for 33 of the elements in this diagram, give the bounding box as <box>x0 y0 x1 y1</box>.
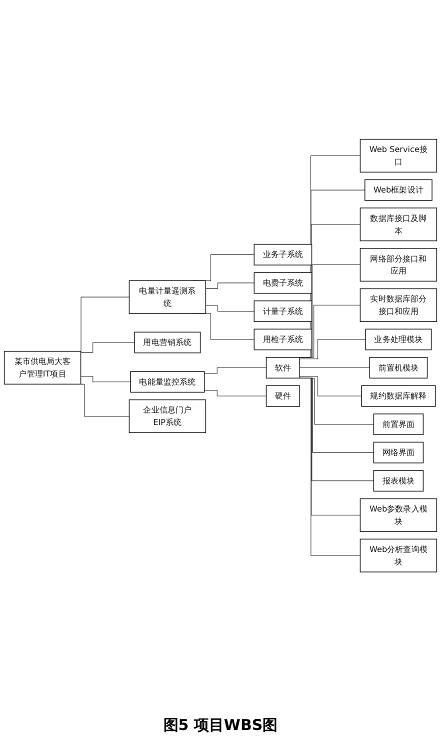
connector <box>299 376 362 397</box>
connector <box>80 342 135 353</box>
node-box: 网络部分接口和应用 <box>360 248 438 282</box>
connector <box>299 340 366 360</box>
node-box: 硬件 <box>266 386 300 408</box>
caption: 图5 项目WBS图 <box>162 716 279 735</box>
node-box: 软件 <box>266 357 300 379</box>
node-box: Web参数录入模块 <box>360 498 438 532</box>
node-box: 前置界面 <box>373 414 424 436</box>
node-box: Web分析查询模块 <box>360 539 438 573</box>
connector <box>204 368 267 374</box>
connector <box>204 390 267 397</box>
node-box: 企业信息门户EIP系统 <box>128 400 206 434</box>
node-box: 用检子系统 <box>254 329 312 351</box>
connector <box>80 376 131 382</box>
node-box: 前置机模块 <box>369 357 428 379</box>
node-box: 某市供电局大客户管理IT项目 <box>4 351 82 385</box>
connector <box>205 283 254 290</box>
node-box: 电费子系统 <box>254 272 312 294</box>
node-box: 电量计量遥测系统 <box>128 280 206 314</box>
node-box: 电能量监控系统 <box>130 371 205 393</box>
node-box: 业务子系统 <box>254 244 312 266</box>
node-box: 计量子系统 <box>254 300 312 322</box>
node-box: 数据库接口及脚本 <box>360 208 438 242</box>
node-box: 实时数据库部分接口和应用 <box>360 288 438 322</box>
node-box: 用电营销系统 <box>134 332 201 354</box>
node-box: Web Service接口 <box>360 139 438 173</box>
node-box: Web框架设计 <box>364 180 432 202</box>
node-box: 业务处理模块 <box>365 329 432 351</box>
node-box: 报表模块 <box>373 470 424 492</box>
node-box: 网络界面 <box>373 442 424 464</box>
connector <box>205 306 254 312</box>
node-box: 规约数据库解释 <box>361 386 436 408</box>
